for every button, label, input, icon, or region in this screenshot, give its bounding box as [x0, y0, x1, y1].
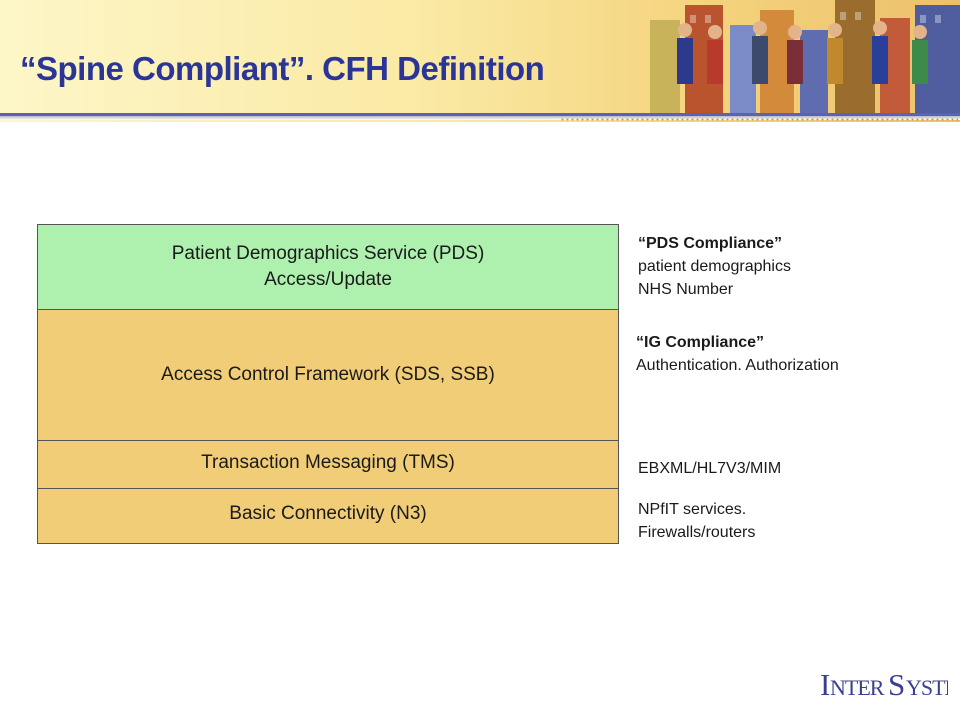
svg-text:S: S — [888, 667, 904, 702]
note-connectivity: NPfIT services. Firewalls/routers — [638, 498, 755, 544]
svg-text:NTER: NTER — [830, 675, 885, 700]
header-shadow — [0, 116, 960, 120]
header-dotted-rule — [560, 118, 958, 121]
note-ig-heading: “IG Compliance” — [636, 334, 765, 351]
note-pds-compliance: “PDS Compliance” patient demographics NH… — [638, 232, 791, 301]
business-people-illustration — [650, 0, 960, 118]
layer-basic-connectivity: Basic Connectivity (N3) — [37, 488, 619, 544]
note-messaging: EBXML/HL7V3/MIM — [638, 457, 781, 480]
layer-transaction-messaging-label: Transaction Messaging (TMS) — [201, 451, 455, 473]
layer-transaction-messaging: Transaction Messaging (TMS) — [37, 440, 619, 489]
layer-access-control: Access Control Framework (SDS, SSB) — [37, 309, 619, 441]
note-ig-line-1: Authentication. Authorization — [636, 357, 839, 374]
note-pds-line-2: NHS Number — [638, 281, 734, 298]
intersystems-logo: I NTER S YSTEMS — [820, 667, 948, 702]
note-pds-line-1: patient demographics — [638, 258, 791, 275]
note-connectivity-line-1: NPfIT services. — [638, 501, 747, 518]
header-rule — [0, 113, 960, 116]
note-ig-compliance: “IG Compliance” Authentication. Authoriz… — [636, 331, 839, 377]
slide-title: “Spine Compliant”. CFH Definition — [20, 50, 545, 87]
layer-basic-connectivity-label: Basic Connectivity (N3) — [229, 503, 427, 524]
layer-pds-line-1: Patient Demographics Service (PDS) — [171, 243, 485, 264]
svg-text:I: I — [820, 667, 830, 702]
note-connectivity-line-2: Firewalls/routers — [638, 524, 756, 541]
note-messaging-line-1: EBXML/HL7V3/MIM — [638, 460, 782, 477]
layer-pds: Patient Demographics Service (PDS) Acces… — [37, 224, 619, 310]
svg-text:YSTEMS: YSTEMS — [906, 675, 948, 700]
layer-pds-line-2: Access/Update — [264, 269, 392, 290]
note-pds-heading: “PDS Compliance” — [638, 235, 783, 252]
layer-access-control-label: Access Control Framework (SDS, SSB) — [161, 364, 495, 385]
